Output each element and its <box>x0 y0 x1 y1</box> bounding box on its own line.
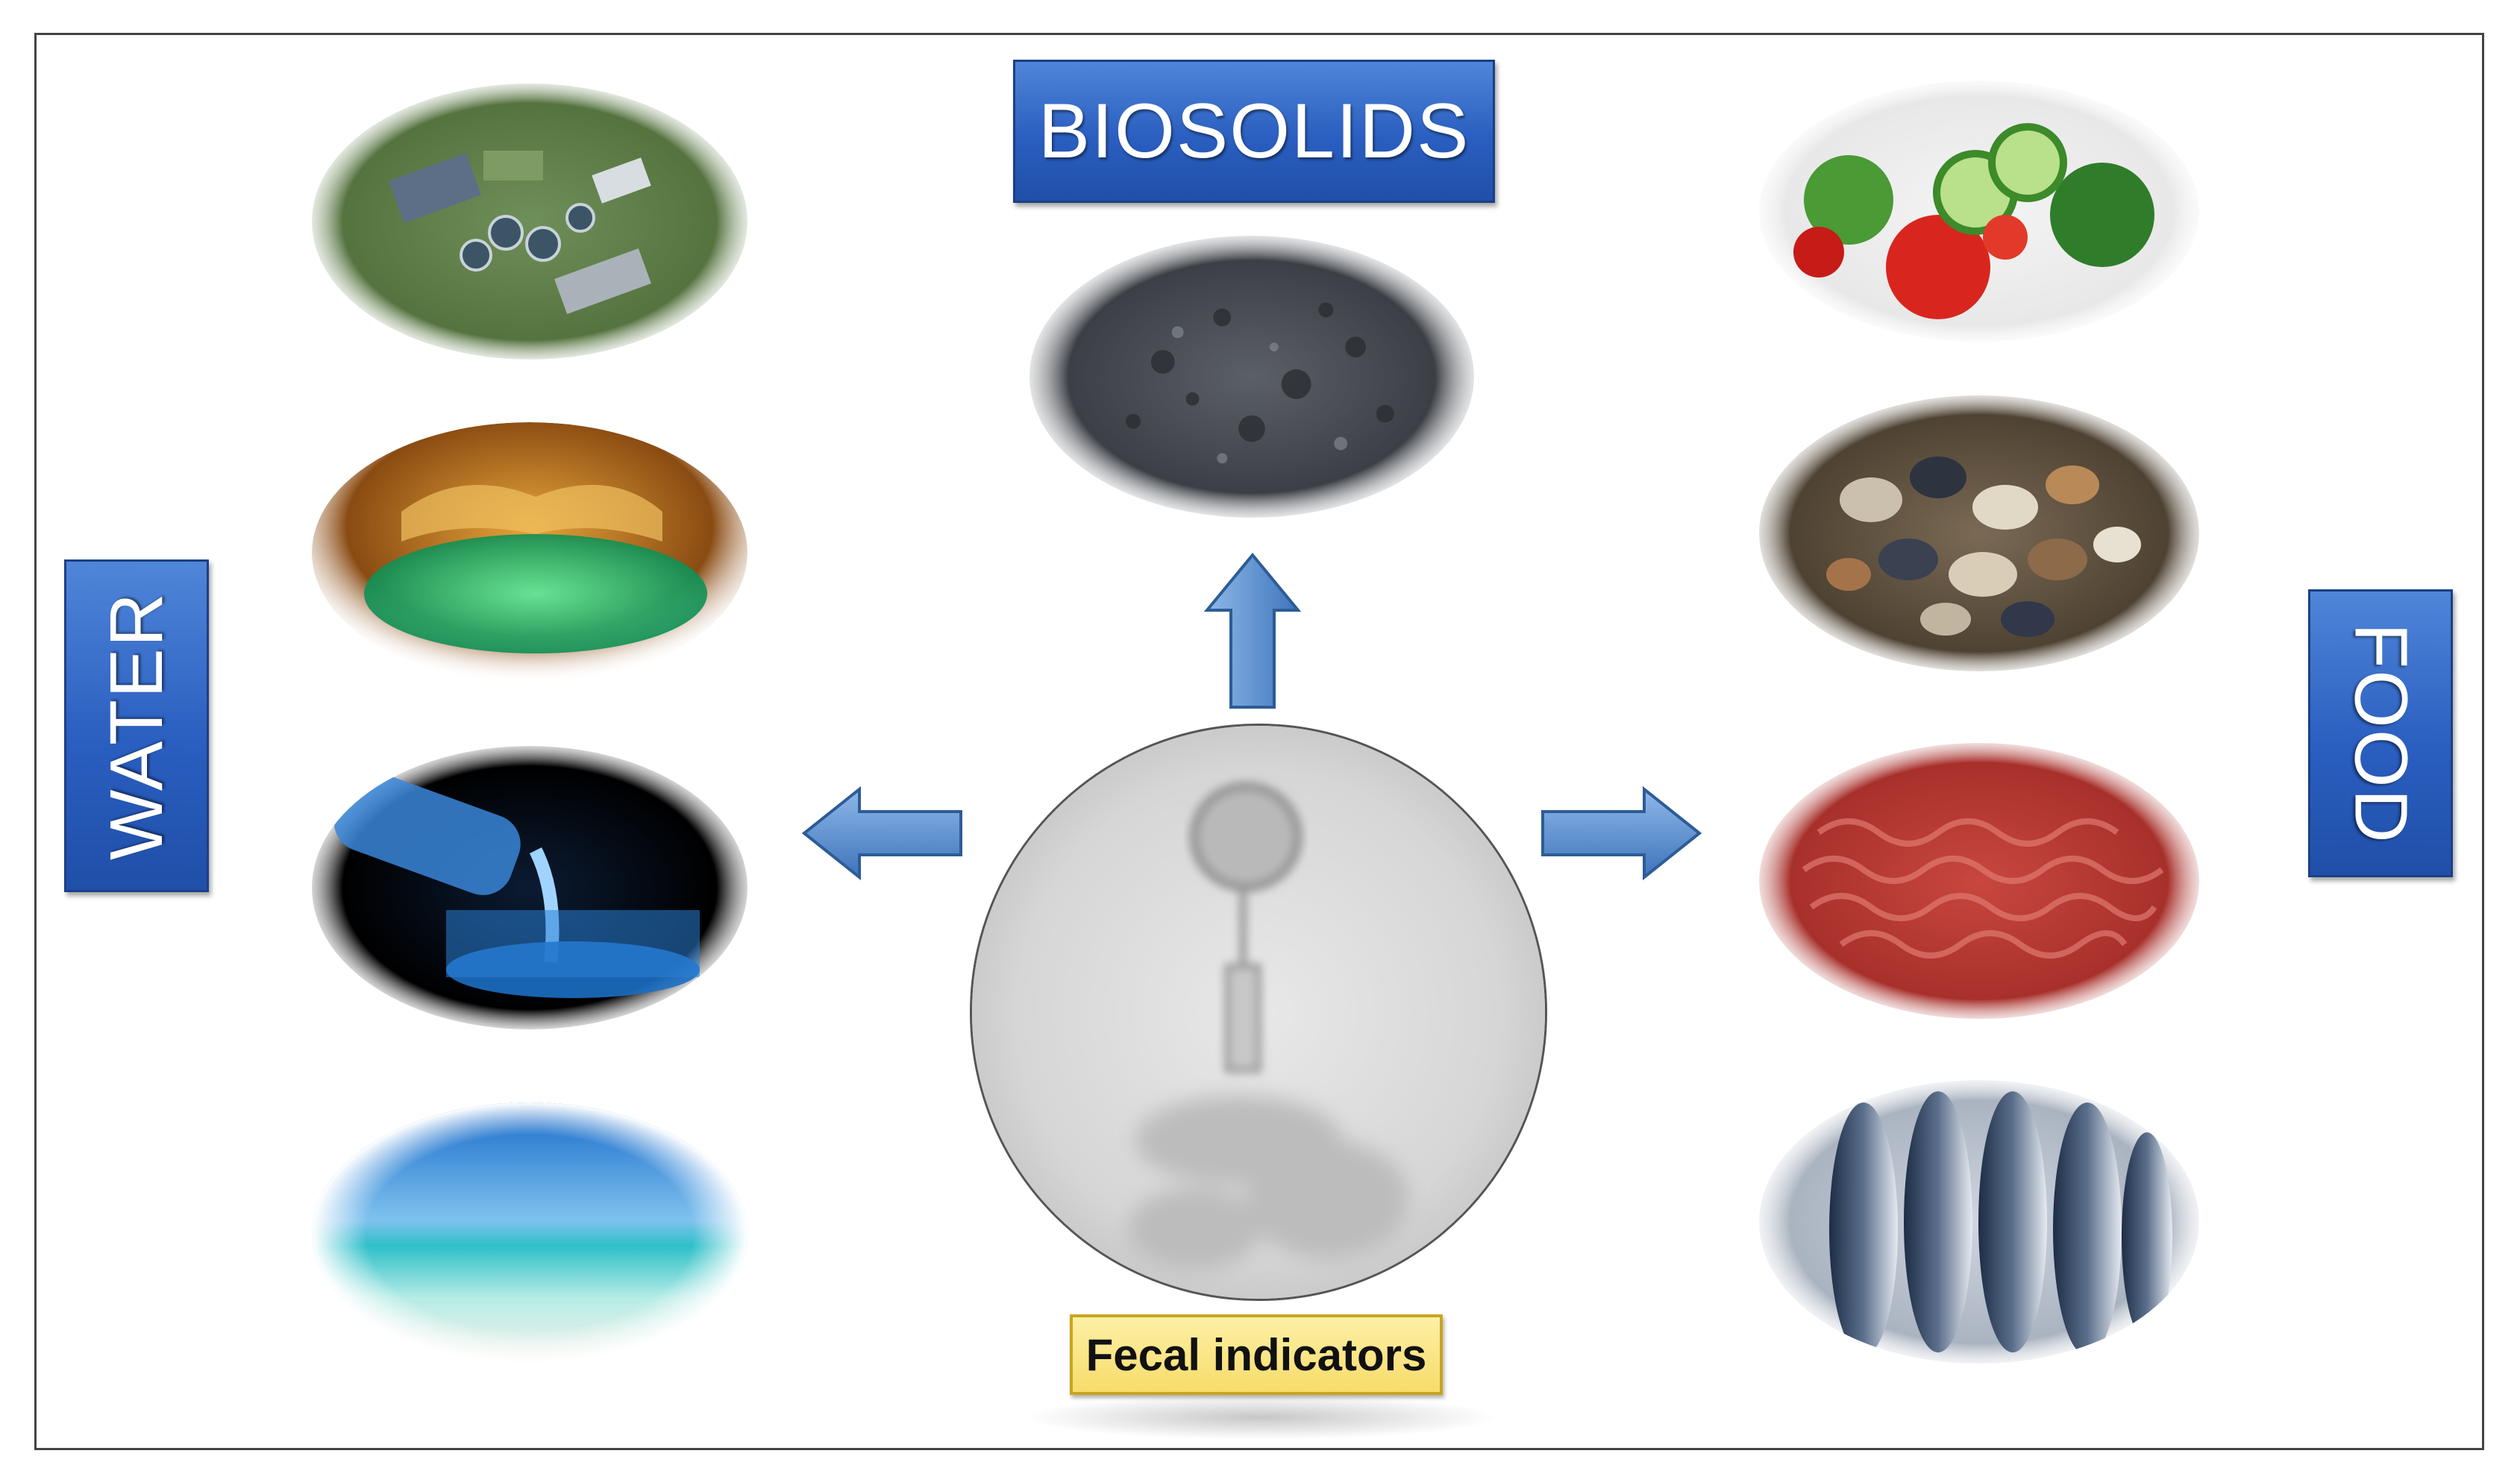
food-fish-photo <box>1759 1080 2199 1364</box>
water-beach-photo <box>312 1103 747 1364</box>
arrow-left <box>801 785 964 881</box>
fecal-label-shadow <box>1022 1395 1499 1440</box>
water-label: WATER <box>64 559 209 892</box>
biosolids-sludge-photo <box>1029 236 1474 518</box>
arrow-up <box>1203 552 1302 710</box>
water-text: WATER <box>94 592 178 860</box>
arrow-right <box>1540 785 1702 881</box>
water-cave-lake-photo <box>312 422 747 683</box>
fecal-indicators-label: Fecal indicators <box>1070 1314 1443 1395</box>
fecal-indicators-text: Fecal indicators <box>1085 1329 1427 1380</box>
phage-micrograph <box>970 724 1547 1301</box>
biosolids-text: BIOSOLIDS <box>1038 87 1470 175</box>
food-clams-photo <box>1759 395 2199 671</box>
food-text: FOOD <box>2339 622 2423 844</box>
food-ground-meat-photo <box>1759 743 2199 1019</box>
food-salad-photo <box>1759 81 2199 342</box>
food-label: FOOD <box>2308 589 2453 877</box>
water-treatment-plant-photo <box>312 84 747 360</box>
water-bottle-glass-photo <box>312 746 747 1029</box>
biosolids-label: BIOSOLIDS <box>1013 60 1495 203</box>
